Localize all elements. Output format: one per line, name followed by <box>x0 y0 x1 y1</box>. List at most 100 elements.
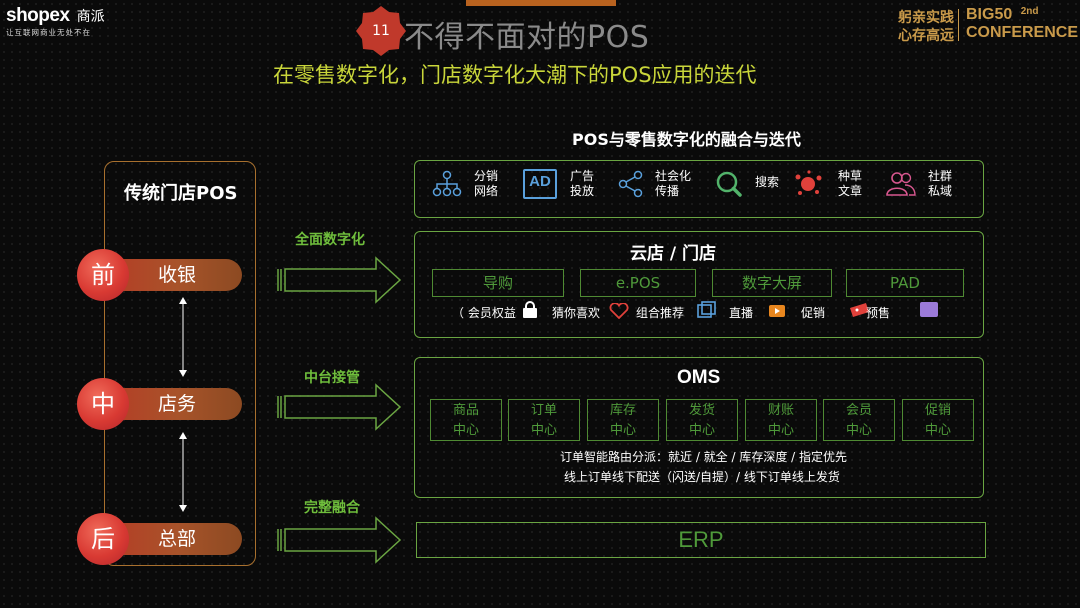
green-arrow-3-icon <box>277 516 402 564</box>
oms-module-promotion-l2: 中心 <box>924 423 951 438</box>
stage-label-back: 总部 <box>158 528 197 550</box>
brand-event-line1: BIG50 2nd <box>966 6 1038 24</box>
stage-label-middle: 店务 <box>158 393 197 415</box>
ad-icon: AD <box>523 169 557 199</box>
logo-cn: 商派 <box>76 9 105 25</box>
oms-module-inventory-l2: 中心 <box>609 423 636 438</box>
slide-subtitle: 在零售数字化，门店数字化大潮下的POS应用的迭代 <box>273 63 757 87</box>
oms-module-order-l1: 订单 <box>530 403 557 418</box>
oms-module-order-l2: 中心 <box>530 423 557 438</box>
double-arrow-1-icon <box>179 297 187 377</box>
cloud-box-guide: 导购 <box>432 269 564 297</box>
brand-cn-line1: 躬亲实践 <box>898 10 954 26</box>
channel-seeding-line2: 文章 <box>838 184 863 198</box>
arrow-label-middle-platform: 中台接管 <box>304 370 360 386</box>
channel-community: 社群 私域 <box>928 169 952 199</box>
slide-number-badge: 11 <box>355 5 407 57</box>
brand-big50: BIG50 <box>966 6 1013 23</box>
channel-social-line2: 传播 <box>655 184 680 198</box>
brand-event-line2: CONFERENCE <box>966 24 1079 41</box>
seeding-icon <box>795 170 822 195</box>
oms-module-finance-l2: 中心 <box>767 423 794 438</box>
ad-icon-text: AD <box>529 173 551 190</box>
double-arrow-2-icon <box>179 432 187 512</box>
oms-module-order: 订单中心 <box>508 399 580 441</box>
tag-guess: 猜你喜欢 <box>552 306 601 320</box>
erp-label: ERP <box>678 527 724 552</box>
slide-title-underline <box>466 0 616 6</box>
channel-search-line1: 搜索 <box>755 175 780 189</box>
logo-text: shopex <box>6 5 70 26</box>
oms-module-product: 商品中心 <box>430 399 502 441</box>
stage-label-front: 收银 <box>158 264 197 286</box>
channel-social: 社会化 传播 <box>655 169 691 199</box>
oms-module-member-l2: 中心 <box>845 423 872 438</box>
tag-promo: 促销 <box>801 306 826 320</box>
oms-module-shipping-l1: 发货 <box>688 403 715 418</box>
brand-cn-line2: 心存高远 <box>898 28 954 44</box>
oms-box <box>414 357 984 498</box>
cloud-store-box <box>414 231 984 338</box>
channel-community-line2: 私域 <box>928 184 953 198</box>
tag-presale: 预售 <box>866 306 891 320</box>
channel-distribution-line2: 网络 <box>474 184 499 198</box>
cloud-box-screen: 数字大屏 <box>712 269 832 297</box>
conference-branding: 躬亲实践 心存高远 BIG50 2nd CONFERENCE <box>898 6 1078 46</box>
oms-module-product-l1: 商品 <box>452 403 479 418</box>
purple-tag-icon <box>920 302 938 317</box>
channel-search: 搜索 <box>755 175 779 190</box>
shopex-logo: shopex 商派 让互联网商业无处不在 <box>6 5 116 37</box>
channel-ad: 广告 投放 <box>570 169 594 199</box>
live-icon <box>697 301 716 318</box>
channel-ad-line1: 广告 <box>570 169 595 183</box>
heart-icon <box>609 303 629 319</box>
slide-title: 不得不面对的POS <box>404 20 650 55</box>
badge-shape-icon <box>356 6 406 56</box>
green-arrow-1-icon <box>277 256 402 304</box>
arrow-label-integration: 完整融合 <box>304 500 360 516</box>
channels-box <box>414 160 984 218</box>
search-icon <box>716 171 742 197</box>
channel-seeding: 种草 文章 <box>838 169 862 199</box>
oms-module-finance: 财账中心 <box>745 399 817 441</box>
oms-note-routing: 订单智能路由分派：就近 / 就全 / 库存深度 / 指定优先 <box>560 450 848 464</box>
oms-module-inventory-l1: 库存 <box>609 403 636 418</box>
tag-live: 直播 <box>729 306 754 320</box>
distribution-icon <box>432 170 462 197</box>
channel-social-line1: 社会化 <box>655 169 692 183</box>
brand-divider <box>958 9 959 41</box>
cloud-store-title: 云店 / 门店 <box>630 244 717 264</box>
oms-module-product-l2: 中心 <box>452 423 479 438</box>
channel-seeding-line1: 种草 <box>838 169 863 183</box>
oms-module-inventory: 库存中心 <box>587 399 659 441</box>
channel-community-line1: 社群 <box>928 169 953 183</box>
traditional-pos-panel <box>104 161 256 566</box>
share-icon <box>618 170 643 198</box>
cloud-box-epos: e.POS <box>580 269 696 297</box>
oms-module-promotion: 促销中心 <box>902 399 974 441</box>
slide-number: 11 <box>372 23 390 39</box>
oms-module-member-l1: 会员 <box>845 403 872 418</box>
channel-distribution-line1: 分销 <box>474 169 499 183</box>
oms-module-promotion-l1: 促销 <box>924 403 951 418</box>
community-icon <box>886 172 916 196</box>
channel-distribution: 分销 网络 <box>474 169 498 199</box>
brand-edition: 2nd <box>1020 6 1039 17</box>
oms-module-shipping-l2: 中心 <box>688 423 715 438</box>
oms-title: OMS <box>677 367 721 388</box>
tv-icon <box>769 305 785 317</box>
stage-circle-back: 后 <box>77 513 129 565</box>
tag-member: （ 会员权益 <box>452 306 516 320</box>
logo-tagline: 让互联网商业无处不在 <box>6 28 91 37</box>
channel-ad-line2: 投放 <box>570 184 595 198</box>
cloud-box-pad: PAD <box>846 269 964 297</box>
oms-module-finance-l1: 财账 <box>767 403 794 418</box>
oms-module-member: 会员中心 <box>823 399 895 441</box>
tag-bundle: 组合推荐 <box>636 306 685 320</box>
coupon-icon <box>850 303 869 317</box>
stage-circle-middle: 中 <box>77 378 129 430</box>
right-section-title: POS与零售数字化的融合与迭代 <box>572 130 801 149</box>
lock-icon <box>523 301 537 318</box>
traditional-pos-title: 传统门店POS <box>124 183 238 204</box>
erp-box: ERP <box>416 522 986 558</box>
